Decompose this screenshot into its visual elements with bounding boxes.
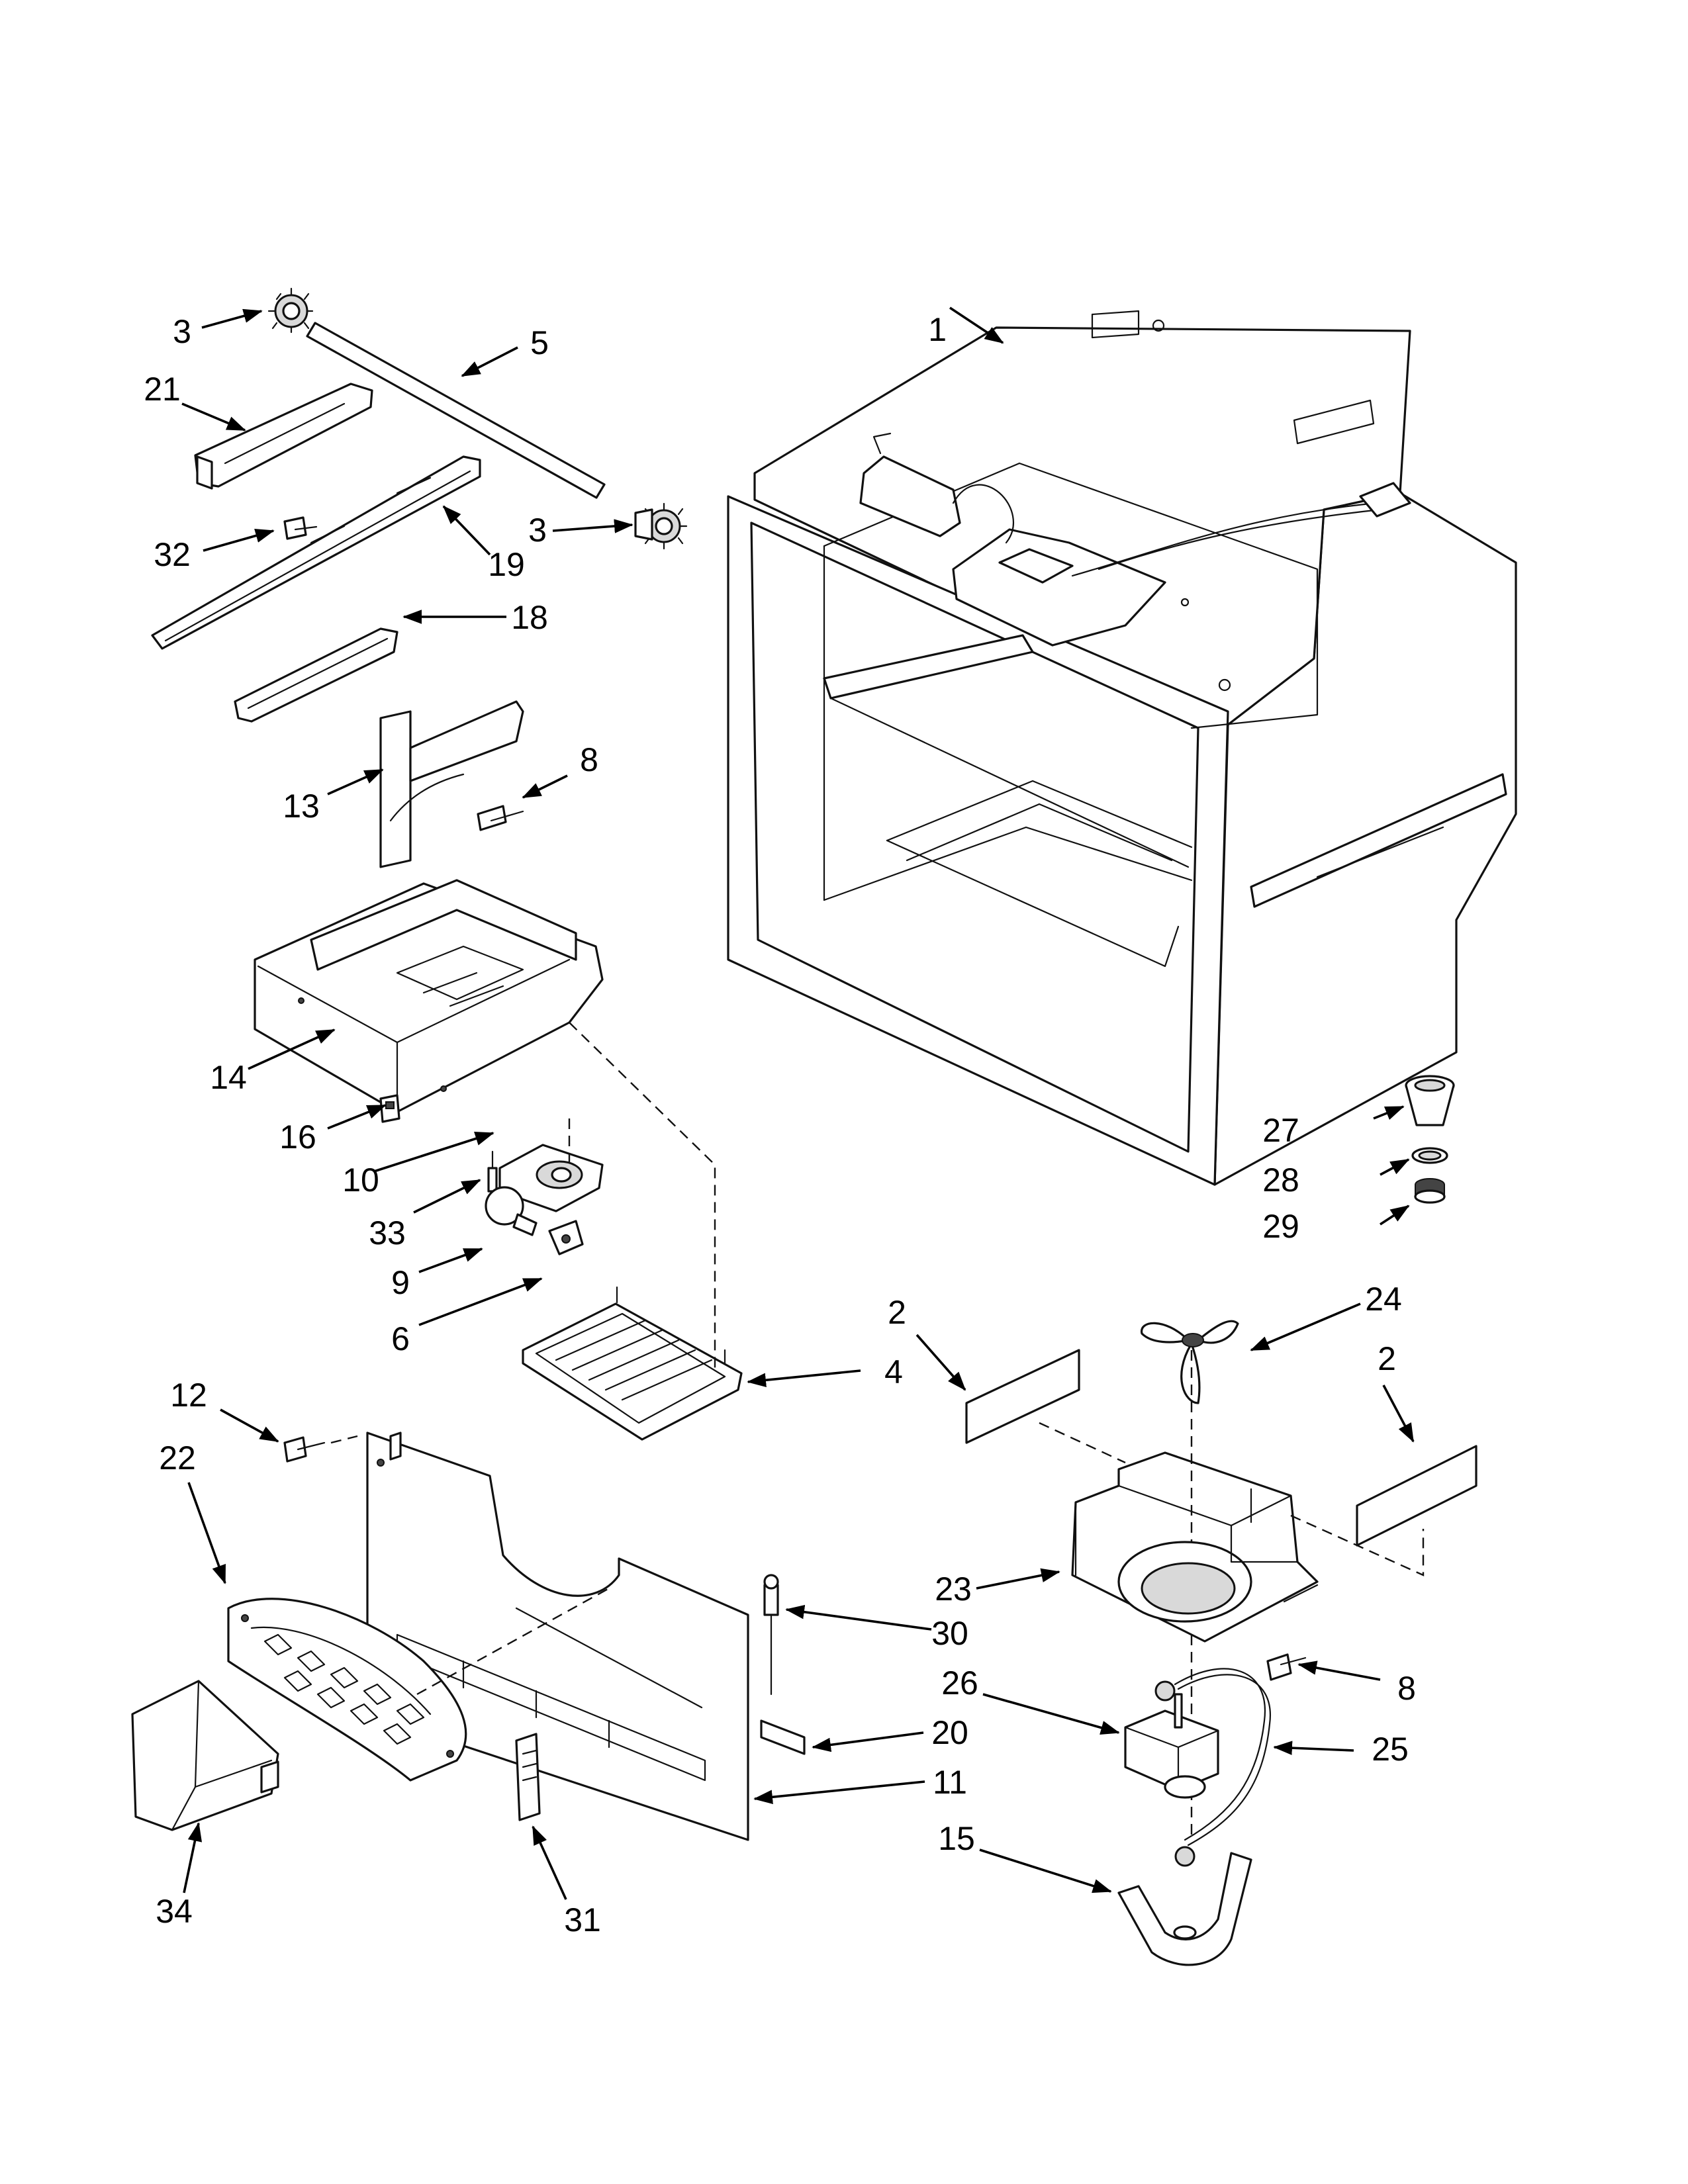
assembly-line [330, 1435, 358, 1444]
callout-8: 8 [580, 741, 598, 778]
callout-12: 12 [170, 1377, 207, 1414]
gear-lower [634, 502, 688, 550]
fan-motor-26 [1124, 1680, 1219, 1799]
callout-6: 6 [391, 1320, 410, 1357]
callout-2: 2 [1378, 1340, 1396, 1377]
callout-9: 9 [391, 1264, 410, 1301]
callout-3: 3 [528, 512, 547, 549]
callout-18: 18 [511, 599, 548, 636]
callout-20: 20 [931, 1714, 968, 1751]
slide-rail-19 [151, 455, 481, 650]
clip-31 [515, 1733, 541, 1821]
foam-pad-2-left [965, 1349, 1080, 1444]
bracket-13 [379, 700, 524, 868]
callout-1: 1 [928, 311, 947, 348]
callout-29: 29 [1262, 1208, 1299, 1245]
callout-10: 10 [342, 1161, 379, 1199]
grille-22 [227, 1598, 467, 1782]
callout-16: 16 [279, 1118, 316, 1156]
screw-8-lower [1266, 1653, 1307, 1681]
screw-32 [283, 516, 318, 540]
callout-2: 2 [888, 1294, 906, 1331]
callout-13: 13 [283, 788, 320, 825]
callout-19: 19 [488, 546, 525, 583]
callout-22: 22 [159, 1439, 196, 1477]
socket-6 [548, 1220, 584, 1255]
wire-harness-25 [1174, 1668, 1272, 1846]
socket-bracket-10 [498, 1144, 604, 1212]
screw-12 [283, 1436, 326, 1463]
bushing-27 [1405, 1075, 1455, 1126]
gear-upper [267, 287, 314, 334]
callout-14: 14 [210, 1059, 247, 1096]
callout-3: 3 [173, 313, 191, 350]
thermistor-30 [763, 1574, 779, 1696]
callout-27: 27 [1262, 1112, 1299, 1149]
assembly-line [416, 1587, 610, 1696]
fan-shroud-23 [1071, 1451, 1319, 1643]
assembly-line [1290, 1514, 1425, 1576]
fan-blade-24 [1141, 1320, 1239, 1404]
leader-lines [181, 306, 1415, 1900]
housing-14 [254, 879, 604, 1113]
callout-23: 23 [935, 1570, 972, 1608]
clip-16 [379, 1094, 400, 1123]
foam-pad-2-right [1356, 1445, 1477, 1547]
slide-bracket-21 [194, 383, 373, 490]
callout-8: 8 [1397, 1670, 1416, 1707]
callout-30: 30 [931, 1615, 968, 1652]
assembly-line [1039, 1422, 1126, 1464]
motor-bracket-15 [1117, 1846, 1252, 1966]
callout-31: 31 [564, 1901, 601, 1938]
grommet-29 [1414, 1178, 1446, 1204]
screw-33 [487, 1150, 498, 1193]
callout-5: 5 [530, 324, 549, 361]
callout-28: 28 [1262, 1161, 1299, 1199]
callout-26: 26 [941, 1664, 978, 1702]
callout-24: 24 [1365, 1281, 1402, 1318]
callout-11: 11 [933, 1764, 967, 1801]
light-bulb-9 [485, 1186, 538, 1236]
callout-15: 15 [938, 1820, 975, 1857]
callout-25: 25 [1372, 1731, 1409, 1768]
light-lens-4 [522, 1286, 743, 1441]
rear-panel-11 [366, 1432, 749, 1841]
callout-34: 34 [156, 1893, 193, 1930]
cover-34 [131, 1680, 279, 1831]
o-ring-28 [1411, 1147, 1448, 1164]
callout-4: 4 [884, 1353, 903, 1390]
drawer-shaft [306, 322, 606, 499]
callout-labels: 1 2 2 3 3 4 5 6 8 8 9 10 11 12 13 14 15 … [144, 311, 1416, 1938]
foam-strip-20 [760, 1719, 806, 1755]
callout-21: 21 [144, 371, 181, 408]
freezer-liner [727, 310, 1517, 1186]
slide-rail-18 [234, 627, 399, 723]
callout-32: 32 [154, 536, 191, 573]
callout-33: 33 [369, 1214, 406, 1251]
screw-8-upper [477, 805, 524, 831]
